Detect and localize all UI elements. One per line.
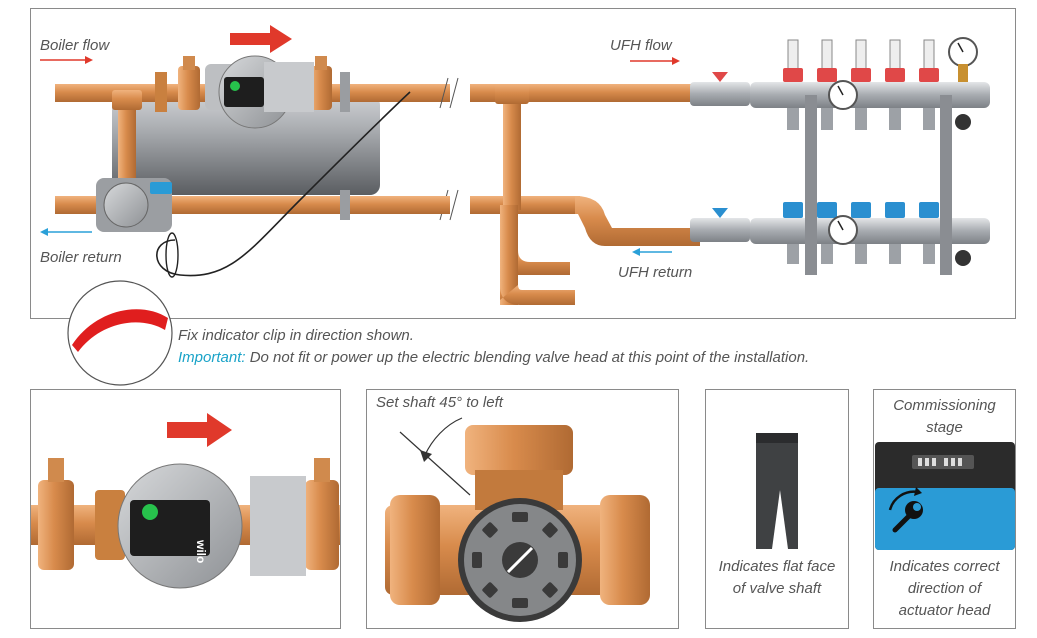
- boiler-flow-label: Boiler flow: [40, 37, 110, 54]
- commissioning-caption-line3: actuator head: [898, 602, 991, 619]
- flat-face-caption: Indicates flat face of valve shaft: [706, 556, 848, 600]
- boiler-return-label: Boiler return: [40, 249, 122, 266]
- commissioning-title-line1: Commissioning: [893, 397, 996, 414]
- shaft-instruction: Set shaft 45° to left: [376, 394, 503, 411]
- commissioning-caption-line1: Indicates correct: [889, 558, 1000, 575]
- closeup-flow-arrow: [167, 413, 232, 447]
- ufh-return-label: UFH return: [618, 264, 693, 281]
- commissioning-title: Commissioning stage: [874, 395, 1015, 439]
- pump-flow-arrow: [230, 25, 292, 53]
- fix-clip-note: Fix indicator clip in direction shown.: [178, 327, 414, 344]
- important-note: Important: Do not fit or power up the el…: [178, 349, 809, 366]
- buffer-tank: [112, 95, 380, 195]
- return-pipe-right: [470, 196, 580, 214]
- commissioning-caption-line2: direction of: [907, 580, 982, 597]
- ufh-flow-label: UFH flow: [610, 37, 672, 54]
- flat-face-caption-line1: Indicates flat face: [718, 558, 836, 575]
- circulator-pump: [205, 55, 314, 129]
- pump-brand-text: wilo: [194, 539, 208, 563]
- wrench-icon: [888, 487, 923, 533]
- important-text: Do not fit or power up the electric blen…: [249, 349, 810, 366]
- blending-valve-actuator: [96, 178, 172, 232]
- important-prefix: Important:: [178, 349, 246, 366]
- indicator-clip-magnifier: [67, 280, 173, 386]
- flat-face-caption-line2: of valve shaft: [732, 580, 822, 597]
- commissioning-title-line2: stage: [926, 419, 963, 436]
- commissioning-caption: Indicates correct direction of actuator …: [874, 556, 1015, 622]
- sensor-cable: [156, 91, 411, 277]
